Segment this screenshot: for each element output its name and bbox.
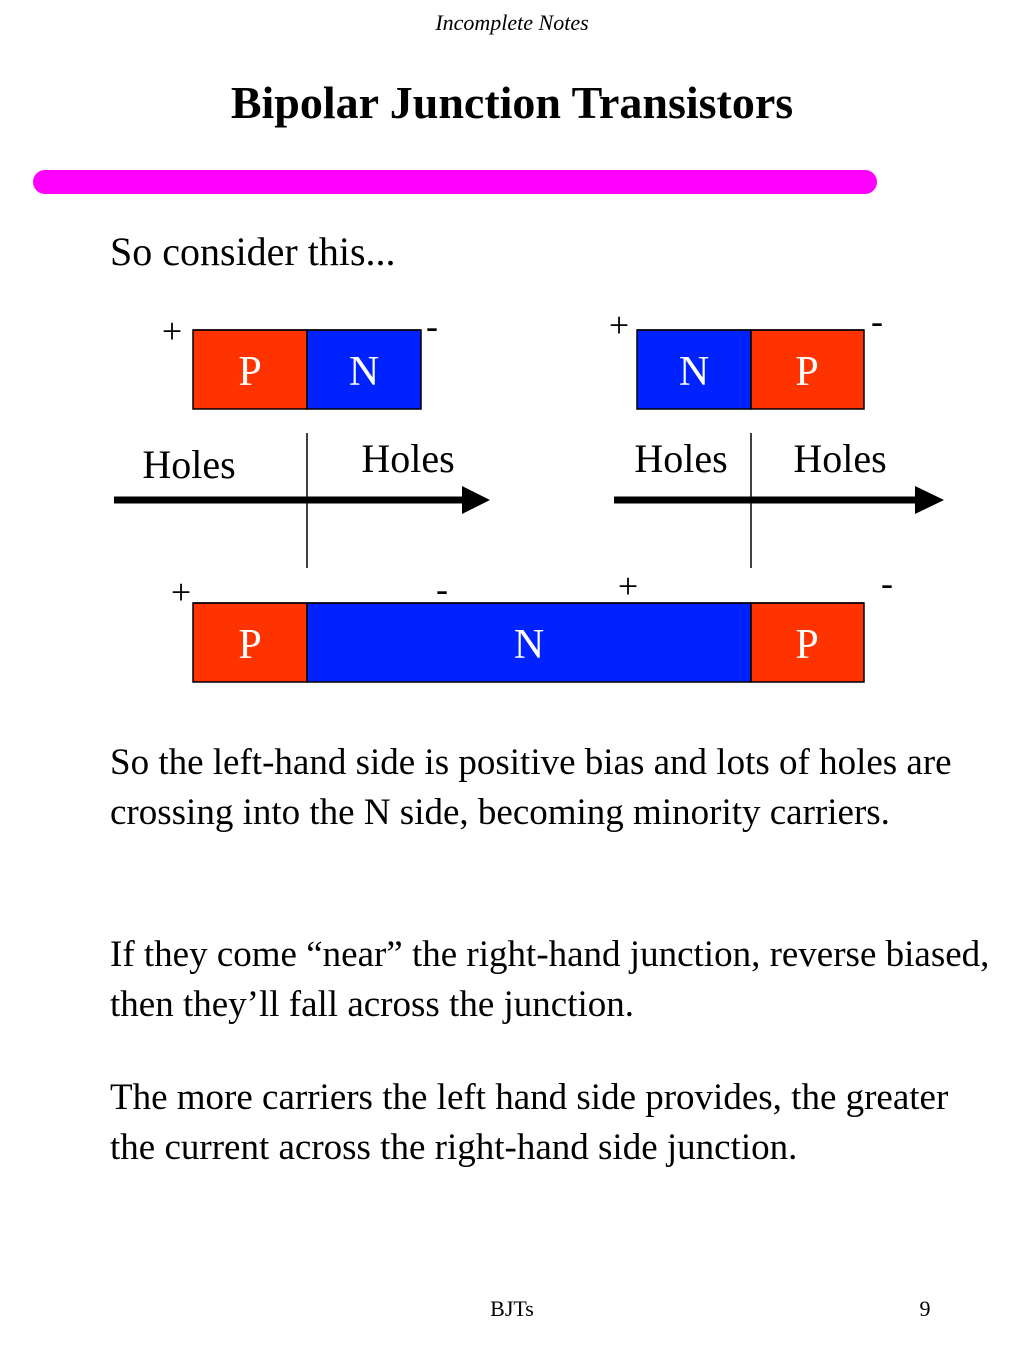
transistor-n-label: N: [514, 622, 544, 668]
body-paragraph-3: The more carriers the left hand side pro…: [110, 1077, 949, 1168]
right-junction-p-region: [750, 329, 865, 410]
right-np-junction: N P + - Holes Holes: [609, 301, 944, 568]
left-holes-arrowhead: [462, 486, 490, 514]
body-paragraph-1: So the left-hand side is positive bias a…: [110, 742, 952, 833]
transistor-minus-right: -: [881, 563, 893, 603]
body-paragraph-2: If they come “near” the right-hand junct…: [110, 934, 990, 1025]
pnp-transistor: P N P + - + -: [171, 563, 893, 683]
right-junction-n-label: N: [679, 349, 709, 395]
transistor-n-base: [306, 602, 752, 683]
footer-title: BJTs: [490, 1296, 534, 1321]
header-caption: Incomplete Notes: [435, 10, 589, 35]
transistor-p-collector: [750, 602, 865, 683]
title-underline-bar: [33, 170, 877, 194]
left-junction-plus: +: [162, 311, 182, 351]
right-holes-label-2: Holes: [793, 436, 886, 481]
right-holes-arrowhead: [915, 486, 944, 514]
right-junction-minus: -: [871, 301, 883, 341]
left-junction-p-region: [192, 329, 308, 410]
right-junction-n-region: [636, 329, 752, 410]
transistor-minus-left: -: [436, 569, 448, 609]
transistor-plus-right: +: [618, 566, 638, 606]
slide-title: Bipolar Junction Transistors: [230, 77, 794, 128]
right-junction-p-label: P: [795, 349, 818, 395]
page-number: 9: [919, 1296, 931, 1321]
left-pn-junction: P N + - Holes Holes: [114, 306, 490, 568]
left-holes-label-1: Holes: [142, 442, 235, 487]
left-junction-minus: -: [426, 306, 438, 346]
intro-text: So consider this...: [110, 229, 396, 274]
right-junction-plus: +: [609, 305, 629, 345]
left-junction-p-label: P: [238, 349, 261, 395]
right-holes-label-1: Holes: [634, 436, 727, 481]
left-junction-n-label: N: [349, 349, 379, 395]
junction-diagram: P N + - Holes Holes N P + - Holes Holes …: [114, 301, 944, 683]
left-holes-label-2: Holes: [361, 436, 454, 481]
transistor-plus-left: +: [171, 572, 191, 612]
transistor-p2-label: P: [795, 622, 818, 668]
transistor-p1-label: P: [238, 622, 261, 668]
